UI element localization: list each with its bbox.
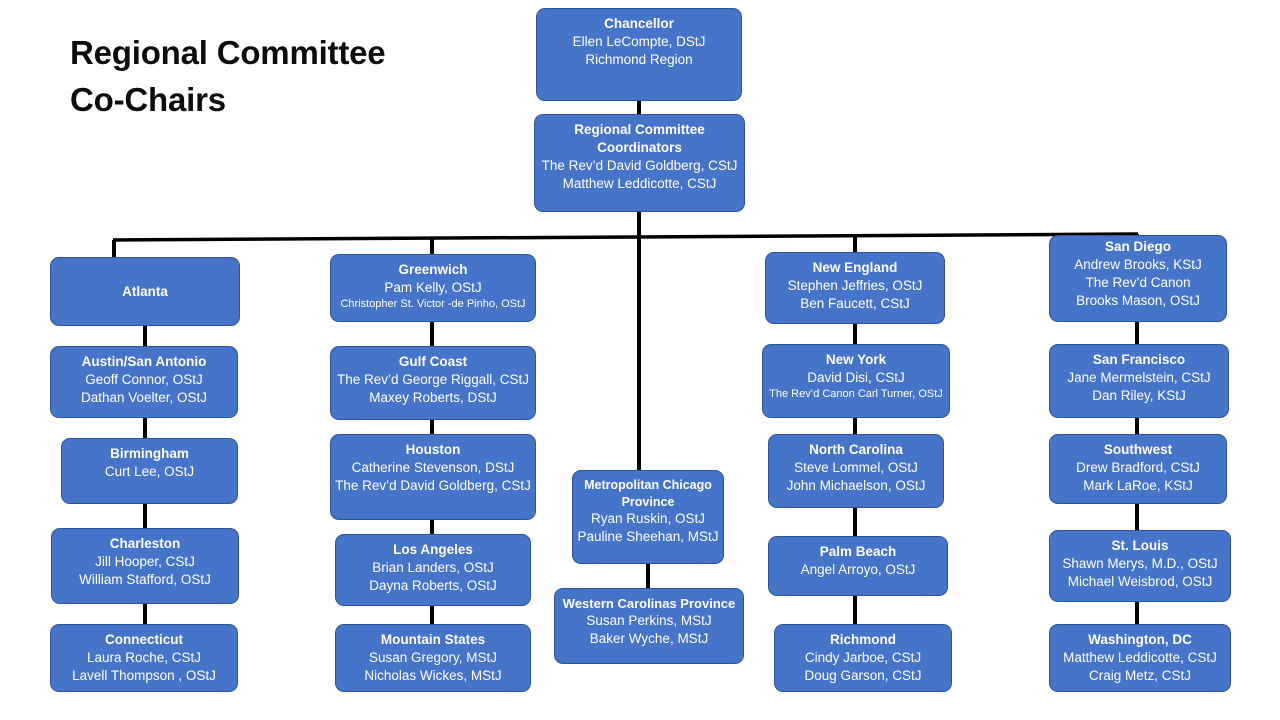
node-greenwich[interactable]: Greenwich Pam Kelly, OStJ Christopher St…: [330, 254, 536, 322]
node-new-york[interactable]: New York David Disi, CStJ The Rev’d Cano…: [762, 344, 950, 418]
node-chancellor[interactable]: Chancellor Ellen LeCompte, DStJ Richmond…: [536, 8, 742, 101]
node-san-francisco[interactable]: San Francisco Jane Mermelstein, CStJ Dan…: [1049, 344, 1229, 418]
node-member: Steve Lommel, OStJ: [794, 459, 918, 475]
node-st-louis[interactable]: St. Louis Shawn Merys, M.D., OStJ Michae…: [1049, 530, 1231, 602]
node-member: Shawn Merys, M.D., OStJ: [1062, 555, 1218, 571]
node-title: Houston: [405, 442, 461, 457]
node-member: Susan Gregory, MStJ: [368, 649, 498, 665]
node-title: New England: [812, 260, 898, 275]
node-member: Susan Perkins, MStJ: [586, 613, 712, 629]
node-title: Washington, DC: [1088, 632, 1192, 647]
node-mountain-states[interactable]: Mountain States Susan Gregory, MStJ Nich…: [335, 624, 531, 692]
node-title: Los Angeles: [393, 542, 473, 557]
node-title: Chancellor: [604, 16, 674, 31]
page-title-line-1: Regional Committee: [70, 34, 386, 71]
node-member: Stephen Jeffries, OStJ: [787, 277, 923, 293]
node-title: New York: [825, 352, 887, 367]
node-title: Regional Committee: [574, 122, 705, 137]
node-title: Connecticut: [104, 632, 183, 647]
node-member: The Rev’d Canon: [1085, 274, 1191, 290]
node-regional-committee-coordinators[interactable]: Regional Committee Coordinators The Rev’…: [534, 114, 745, 212]
node-member: Cindy Jarboe, CStJ: [804, 649, 922, 665]
node-member: Laura Roche, CStJ: [86, 649, 202, 665]
node-title: San Diego: [1104, 239, 1171, 254]
node-title: Gulf Coast: [398, 354, 468, 369]
node-houston[interactable]: Houston Catherine Stevenson, DStJ The Re…: [330, 434, 536, 520]
node-connecticut[interactable]: Connecticut Laura Roche, CStJ Lavell Tho…: [50, 624, 238, 692]
node-member: Jill Hooper, CStJ: [95, 553, 195, 569]
node-member: Matthew Leddicotte, CStJ: [1063, 649, 1217, 665]
node-member: Ryan Ruskin, OStJ: [590, 511, 706, 527]
node-title: Birmingham: [110, 446, 189, 461]
node-title: North Carolina: [809, 442, 903, 457]
node-member: Brooks Mason, OStJ: [1076, 292, 1200, 308]
node-title: Richmond: [830, 632, 896, 647]
node-member: Drew Bradford, CStJ: [1076, 459, 1200, 475]
node-member: Ben Faucett, CStJ: [800, 295, 910, 311]
node-member: Catherine Stevenson, DStJ: [351, 459, 515, 475]
node-title: Greenwich: [398, 262, 468, 277]
node-member: Michael Weisbrod, OStJ: [1067, 573, 1213, 589]
node-member: Matthew Leddicotte, CStJ: [562, 175, 717, 191]
node-atlanta[interactable]: Atlanta: [50, 257, 240, 326]
node-member: Craig Metz, CStJ: [1088, 667, 1192, 683]
node-member: Nicholas Wickes, MStJ: [364, 667, 502, 683]
node-member: The Rev’d David Goldberg, CStJ: [335, 477, 531, 493]
node-member: The Rev’d Canon Carl Turner, OStJ: [769, 387, 943, 400]
node-member: Angel Arroyo, OStJ: [800, 561, 916, 577]
node-member: John Michaelson, OStJ: [786, 477, 926, 493]
node-member: Lavell Thompson , OStJ: [72, 667, 216, 683]
node-member: Andrew Brooks, KStJ: [1074, 256, 1202, 272]
node-new-england[interactable]: New England Stephen Jeffries, OStJ Ben F…: [765, 252, 945, 324]
node-member: Curt Lee, OStJ: [104, 463, 195, 479]
node-birmingham[interactable]: Birmingham Curt Lee, OStJ: [61, 438, 238, 504]
node-member: Geoff Connor, OStJ: [85, 371, 203, 387]
node-member: Doug Garson, CStJ: [804, 667, 922, 683]
node-los-angeles[interactable]: Los Angeles Brian Landers, OStJ Dayna Ro…: [335, 534, 531, 606]
node-san-diego[interactable]: San Diego Andrew Brooks, KStJ The Rev’d …: [1049, 235, 1227, 322]
node-member: Dan Riley, KStJ: [1092, 387, 1186, 403]
node-member: Brian Landers, OStJ: [372, 559, 494, 575]
node-western-carolinas-province[interactable]: Western Carolinas Province Susan Perkins…: [554, 588, 744, 664]
node-title: Austin/San Antonio: [81, 354, 207, 369]
node-member: Ellen LeCompte, DStJ: [572, 33, 706, 49]
node-member: Jane Mermelstein, CStJ: [1067, 369, 1211, 385]
node-charleston[interactable]: Charleston Jill Hooper, CStJ William Sta…: [51, 528, 239, 604]
node-member: The Rev’d David Goldberg, CStJ: [541, 157, 738, 173]
node-title: Western Carolinas Province: [562, 596, 736, 611]
node-member: Maxey Roberts, DStJ: [369, 389, 497, 405]
node-member: Baker Wyche, MStJ: [589, 631, 709, 647]
node-member: Pauline Sheehan, MStJ: [577, 529, 719, 545]
node-member: Pam Kelly, OStJ: [384, 279, 482, 295]
node-title: Palm Beach: [819, 544, 897, 559]
node-member: The Rev’d George Riggall, CStJ: [336, 371, 530, 387]
node-member: Richmond Region: [585, 51, 693, 67]
node-title: Atlanta: [122, 283, 168, 299]
page-title-line-2: Co-Chairs: [70, 80, 226, 118]
node-richmond[interactable]: Richmond Cindy Jarboe, CStJ Doug Garson,…: [774, 624, 952, 692]
node-member: Mark LaRoe, KStJ: [1083, 477, 1193, 493]
page-title: Regional Committee Co-Chairs: [70, 30, 490, 124]
node-north-carolina[interactable]: North Carolina Steve Lommel, OStJ John M…: [768, 434, 944, 508]
node-member: Christopher St. Victor -de Pinho, OStJ: [340, 297, 526, 310]
node-title: St. Louis: [1111, 538, 1169, 553]
node-member: Dayna Roberts, OStJ: [369, 577, 497, 593]
node-austin-san-antonio[interactable]: Austin/San Antonio Geoff Connor, OStJ Da…: [50, 346, 238, 418]
node-title-line-2: Coordinators: [597, 139, 682, 155]
node-title: Mountain States: [380, 632, 486, 647]
node-gulf-coast[interactable]: Gulf Coast The Rev’d George Riggall, CSt…: [330, 346, 536, 420]
node-title: San Francisco: [1092, 352, 1186, 367]
node-title: Southwest: [1103, 442, 1173, 457]
node-title: Metropolitan Chicago: [584, 478, 712, 492]
node-metropolitan-chicago-province[interactable]: Metropolitan Chicago Province Ryan Ruski…: [572, 470, 724, 564]
node-member: William Stafford, OStJ: [79, 571, 211, 587]
node-title-line-2: Province: [621, 494, 675, 509]
node-member: Dathan Voelter, OStJ: [80, 389, 208, 405]
node-southwest[interactable]: Southwest Drew Bradford, CStJ Mark LaRoe…: [1049, 434, 1227, 504]
node-title: Charleston: [109, 536, 181, 551]
node-washington-dc[interactable]: Washington, DC Matthew Leddicotte, CStJ …: [1049, 624, 1231, 692]
node-member: David Disi, CStJ: [807, 369, 905, 385]
node-palm-beach[interactable]: Palm Beach Angel Arroyo, OStJ: [768, 536, 948, 596]
